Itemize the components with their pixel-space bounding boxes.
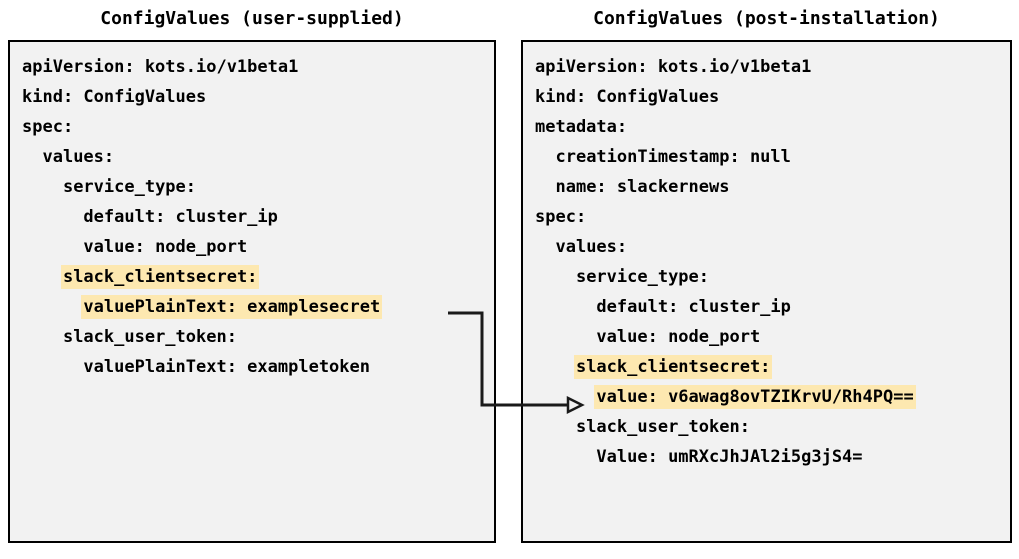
code-line: valuePlainText: examplesecret: [20, 292, 494, 322]
code-line: default: cluster_ip: [533, 292, 1010, 322]
code-line: slack_clientsecret:: [533, 352, 1010, 382]
code-line-text: name: slackernews: [555, 177, 730, 197]
indent-spacer: [533, 147, 553, 167]
code-line-text: apiVersion: kots.io/v1beta1: [22, 57, 299, 77]
code-line: apiVersion: kots.io/v1beta1: [533, 52, 1010, 82]
indent-spacer: [533, 387, 594, 407]
indent-spacer: [20, 207, 81, 227]
left-yaml-code-block: apiVersion: kots.io/v1beta1 kind: ConfigV…: [20, 52, 494, 382]
code-line: metadata:: [533, 112, 1010, 142]
indent-spacer: [20, 297, 81, 317]
code-line: name: slackernews: [533, 172, 1010, 202]
code-line-text: slack_clientsecret:: [573, 355, 773, 379]
code-line-text: metadata:: [535, 117, 628, 137]
code-line-text: service_type:: [62, 177, 197, 197]
indent-spacer: [20, 357, 81, 377]
indent-spacer: [20, 327, 61, 347]
indent-spacer: [20, 237, 81, 257]
code-line: spec:: [20, 112, 494, 142]
indent-spacer: [533, 177, 553, 197]
code-line: valuePlainText: exampletoken: [20, 352, 494, 382]
right-yaml-code-block: apiVersion: kots.io/v1beta1 kind: ConfigV…: [533, 52, 1010, 472]
code-line-text: kind: ConfigValues: [535, 87, 720, 107]
code-line: value: v6awag8ovTZIKrvU/Rh4PQ==: [533, 382, 1010, 412]
code-line: slack_user_token:: [20, 322, 494, 352]
code-line-text: spec:: [22, 117, 74, 137]
indent-spacer: [533, 237, 553, 257]
code-line: service_type:: [533, 262, 1010, 292]
code-line-text: values:: [555, 237, 628, 257]
code-line: spec:: [533, 202, 1010, 232]
indent-spacer: [533, 417, 574, 437]
indent-spacer: [533, 447, 594, 467]
indent-spacer: [20, 147, 40, 167]
code-line-text: value: node_port: [596, 327, 761, 347]
code-line: slack_clientsecret:: [20, 262, 494, 292]
code-line-text: service_type:: [575, 267, 710, 287]
code-line-text: default: cluster_ip: [596, 297, 791, 317]
indent-spacer: [533, 297, 594, 317]
indent-spacer: [533, 327, 594, 347]
code-line-text: kind: ConfigValues: [22, 87, 207, 107]
right-panel-title: ConfigValues (post-installation): [593, 8, 940, 29]
right-config-panel: apiVersion: kots.io/v1beta1 kind: ConfigV…: [521, 40, 1012, 543]
code-line: value: node_port: [533, 322, 1010, 352]
left-config-panel: apiVersion: kots.io/v1beta1 kind: ConfigV…: [8, 40, 496, 543]
code-line: values:: [533, 232, 1010, 262]
code-line-text: creationTimestamp: null: [555, 147, 791, 167]
code-line-text: slack_clientsecret:: [60, 265, 260, 289]
code-line-text: slack_user_token:: [62, 327, 237, 347]
indent-spacer: [533, 357, 574, 377]
code-line-text: spec:: [535, 207, 587, 227]
code-line: value: node_port: [20, 232, 494, 262]
indent-spacer: [20, 177, 61, 197]
code-line: values:: [20, 142, 494, 172]
code-line-text: slack_user_token:: [575, 417, 750, 437]
code-line: kind: ConfigValues: [20, 82, 494, 112]
code-line-text: Value: umRXcJhJAl2i5g3jS4=: [596, 447, 863, 467]
code-line: creationTimestamp: null: [533, 142, 1010, 172]
code-line: Value: umRXcJhJAl2i5g3jS4=: [533, 442, 1010, 472]
code-line-text: valuePlainText: exampletoken: [83, 357, 370, 377]
code-line-text: apiVersion: kots.io/v1beta1: [535, 57, 812, 77]
code-line-text: default: cluster_ip: [83, 207, 278, 227]
code-line-text: value: v6awag8ovTZIKrvU/Rh4PQ==: [594, 385, 916, 409]
code-line-text: valuePlainText: examplesecret: [81, 295, 383, 319]
left-panel-title: ConfigValues (user-supplied): [100, 8, 404, 29]
code-line-text: value: node_port: [83, 237, 248, 257]
code-line: apiVersion: kots.io/v1beta1: [20, 52, 494, 82]
code-line: default: cluster_ip: [20, 202, 494, 232]
indent-spacer: [533, 267, 574, 287]
code-line: service_type:: [20, 172, 494, 202]
code-line: kind: ConfigValues: [533, 82, 1010, 112]
indent-spacer: [20, 267, 61, 287]
code-line-text: values:: [42, 147, 115, 167]
code-line: slack_user_token:: [533, 412, 1010, 442]
